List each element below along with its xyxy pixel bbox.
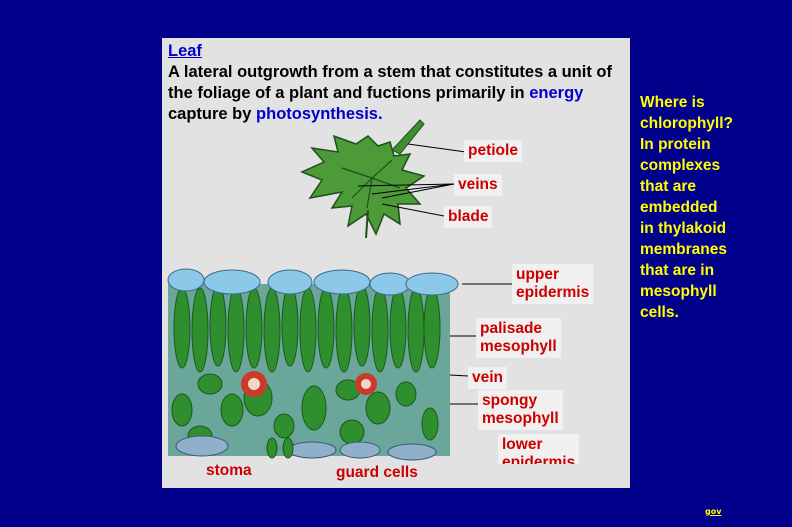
definition-text: Leaf A lateral outgrowth from a stem tha… (168, 41, 623, 125)
label-blade: blade (444, 206, 493, 228)
label-lower-line1: lower (502, 436, 543, 453)
label-palisade-line1: palisade (480, 320, 543, 337)
note-line: In protein (640, 136, 711, 153)
note-line: chlorophyll? (640, 115, 733, 132)
label-veins: veins (454, 174, 502, 196)
label-lower-epidermis: lower epidermis (498, 434, 580, 464)
chlorophyll-note: Where is chlorophyll? In protein complex… (640, 92, 788, 323)
leaf-illustration (167, 119, 512, 461)
label-palisade-line2: mesophyll (480, 338, 557, 355)
note-line: that are (640, 178, 696, 195)
gov-link[interactable]: gov (705, 507, 722, 516)
note-line: that are in (640, 262, 715, 279)
label-guard-cells: guard cells (336, 464, 418, 481)
vein-bundles (241, 371, 377, 397)
label-upper-epidermis: upper epidermis (512, 264, 594, 304)
leaf-diagram-panel: Leaf A lateral outgrowth from a stem tha… (162, 38, 630, 488)
leaf-link[interactable]: Leaf (168, 42, 202, 60)
label-palisade-mesophyll: palisade mesophyll (476, 318, 561, 358)
leaf-drawing (300, 119, 426, 239)
note-line: mesophyll (640, 283, 717, 300)
photosynthesis-term: photosynthesis. (256, 105, 383, 123)
label-upper-epidermis-line1: upper (516, 266, 560, 283)
note-line: embedded (640, 199, 718, 216)
note-line: in thylakoid (640, 220, 727, 237)
label-petiole: petiole (464, 140, 522, 162)
label-stoma: stoma (206, 462, 252, 479)
cross-section (167, 268, 459, 461)
note-line: complexes (640, 157, 721, 174)
label-spongy-line2: mesophyll (482, 410, 559, 427)
note-line: membranes (640, 241, 728, 258)
label-vein: vein (468, 367, 508, 389)
definition-mid: capture by (168, 105, 257, 123)
note-line: cells. (640, 304, 679, 321)
note-line: Where is (640, 94, 705, 111)
label-spongy-mesophyll: spongy mesophyll (478, 390, 563, 430)
guard-cells-drawing (266, 437, 294, 459)
label-lower-line2: epidermis (502, 454, 576, 464)
label-spongy-line1: spongy (482, 392, 538, 409)
definition-part1: A lateral outgrowth from a stem that con… (168, 63, 613, 102)
energy-term: energy (529, 84, 584, 102)
label-upper-epidermis-line2: epidermis (516, 284, 590, 301)
